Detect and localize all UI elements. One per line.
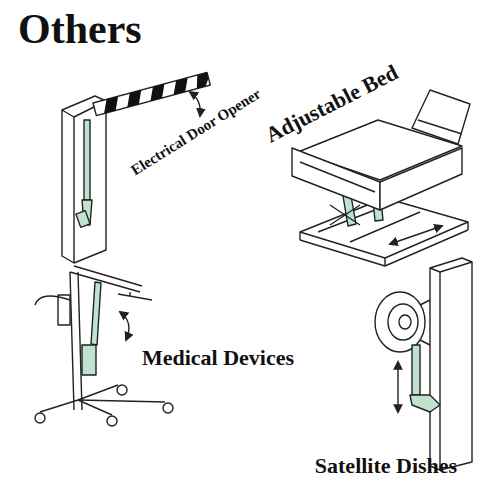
device-label: Satellite Dishes: [315, 454, 457, 478]
device-label: Medical Devices: [142, 346, 294, 370]
satellite-dish: [375, 258, 472, 470]
page-title: Others: [18, 6, 142, 52]
